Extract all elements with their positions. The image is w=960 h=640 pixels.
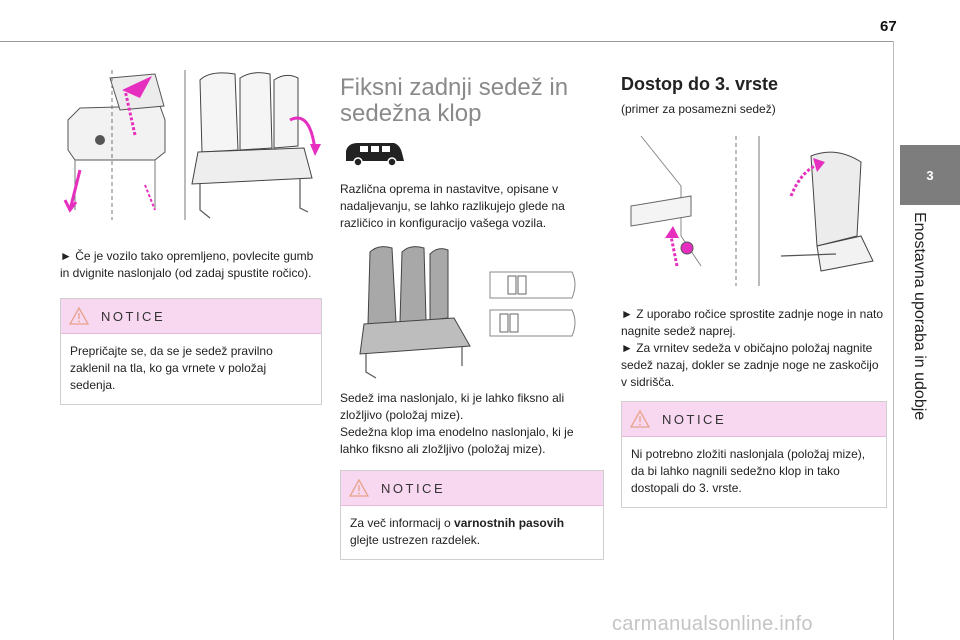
section-heading-third-row: Dostop do 3. vrste [621, 74, 779, 94]
seat-backrest-release-illustration [60, 60, 322, 230]
notice-header: NOTICE [341, 471, 603, 506]
notice-label: NOTICE [662, 411, 727, 427]
notice-text: Za več informacij o varnostnih pasovih g… [341, 506, 603, 559]
header-divider [0, 41, 893, 42]
warning-triangle-icon [630, 410, 650, 428]
notice-box: NOTICE Prepričajte se, da se je sedež pr… [60, 298, 322, 405]
notice-text-before: Za več informacij o [350, 516, 455, 530]
section-heading-fixed-seat: Fiksni zadnji sedež in sedežna klop [340, 74, 569, 127]
seatbelt-link-text: varnostnih pasovih [454, 516, 565, 530]
warning-triangle-icon [69, 307, 89, 325]
column-3: Dostop do 3. vrste (primer za posamezni … [621, 60, 887, 508]
van-icon [346, 143, 404, 167]
chapter-title: Enostavna uporaba in udobje [911, 212, 928, 421]
notice-label: NOTICE [381, 480, 446, 496]
column-2: Fiksni zadnji sedež in sedežna klop Razl… [340, 60, 604, 560]
notice-label: NOTICE [101, 308, 166, 324]
fixed-bench-illustration [340, 242, 604, 382]
section-subtitle: (primer za posamezni sedež) [621, 102, 776, 116]
third-row-access-illustration-svg [630, 135, 874, 286]
warning-triangle-icon [349, 479, 369, 497]
third-row-access-illustration [621, 126, 887, 298]
step-release-legs: ► Z uporabo ročice sprostite zadnje noge… [621, 307, 884, 338]
notice-header: NOTICE [61, 299, 321, 334]
page-number: 67 [880, 18, 897, 35]
notice-box: NOTICE Ni potrebno zložiti naslonjala (p… [621, 401, 887, 508]
chapter-tab[interactable]: 3 [900, 145, 960, 205]
bench-backrest-description: Sedežna klop ima enodelno naslonjalo, ki… [340, 425, 574, 456]
seat-backrest-description: Sedež ima naslonjalo, ki je lahko fiksno… [340, 391, 565, 422]
equipment-intro: Različna oprema in nastavitve, opisane v… [340, 182, 565, 230]
notice-box: NOTICE Za več informacij o varnostnih pa… [340, 470, 604, 560]
column-1: ► Če je vozilo tako opremljeno, povlecit… [60, 60, 322, 405]
notice-text: Prepričajte se, da se je sedež pravilno … [70, 344, 273, 392]
fixed-bench-illustration-svg [359, 246, 576, 379]
watermark: carmanualsonline.info [612, 613, 813, 635]
backrest-instruction: ► Če je vozilo tako opremljeno, povlecit… [60, 249, 314, 280]
notice-text-after: glejte ustrezen razdelek. [350, 533, 481, 547]
notice-header: NOTICE [622, 402, 886, 437]
notice-text: Ni potrebno zložiti naslonjala (položaj … [631, 447, 866, 495]
side-divider [893, 41, 894, 640]
step-return-seat: ► Za vrnitev sedeža v običajno položaj n… [621, 341, 879, 389]
seat-backrest-release-illustration-svg [63, 70, 321, 220]
